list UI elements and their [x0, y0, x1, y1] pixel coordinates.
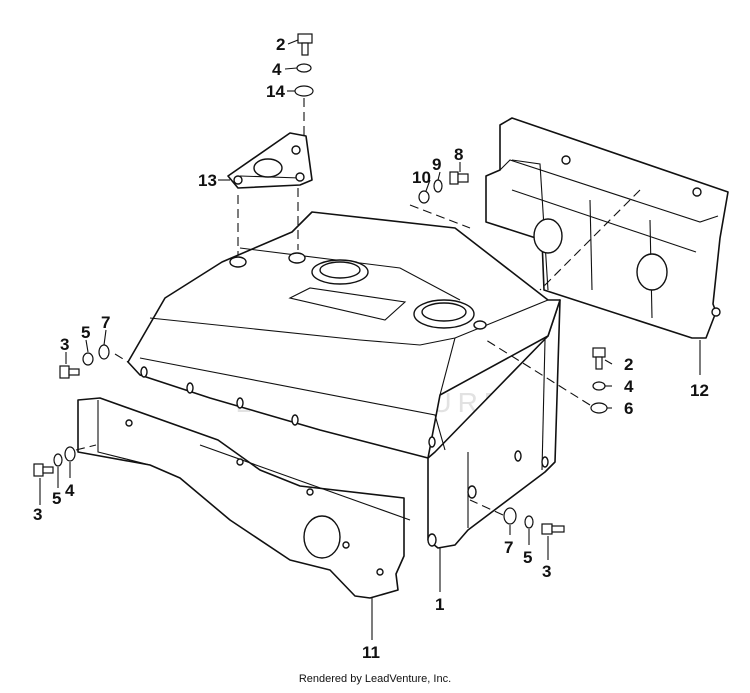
top-bracket-13 [227, 132, 313, 189]
callout-2-right: 2 [624, 355, 633, 374]
washer-5-bottom [524, 515, 534, 529]
leader-lines [39, 39, 701, 640]
callouts: 2 4 14 13 10 9 8 3 5 7 2 4 6 12 3 5 4 7 … [33, 35, 709, 662]
bolt-2-right [592, 347, 606, 370]
washer-4-top [296, 63, 312, 73]
callout-14: 14 [266, 82, 285, 101]
bolt-3-lowleft [33, 463, 54, 477]
callout-1: 1 [435, 595, 444, 614]
washer-14 [294, 85, 314, 97]
washer-10 [418, 190, 430, 204]
callout-5-left: 5 [81, 323, 90, 342]
callout-5-lowleft: 5 [52, 489, 61, 508]
callout-4-lowleft: 4 [65, 481, 75, 500]
washer-4-lowleft [64, 446, 76, 462]
footer-credit: Rendered by LeadVenture, Inc. [298, 673, 452, 685]
bolt-3-bottom [541, 523, 565, 535]
bolt-2-top [297, 33, 313, 56]
callout-11: 11 [362, 643, 380, 662]
washer-6 [590, 402, 608, 414]
callout-3-bottom: 3 [542, 562, 551, 581]
callout-9: 9 [432, 155, 441, 174]
callout-7-left: 7 [101, 313, 110, 332]
callout-13: 13 [198, 171, 217, 190]
callout-10: 10 [412, 168, 431, 187]
side-bracket-11 [77, 397, 411, 599]
callout-2-top: 2 [276, 35, 285, 54]
callout-8: 8 [454, 145, 463, 164]
bolt-8 [449, 171, 469, 185]
washer-9 [433, 179, 443, 193]
washer-4-right [592, 381, 606, 391]
washer-7-left [98, 344, 110, 360]
callout-12: 12 [690, 381, 709, 400]
callout-4-right: 4 [624, 377, 634, 396]
callout-3-left: 3 [60, 335, 69, 354]
callout-4-top: 4 [272, 60, 282, 79]
washer-5-lowleft [53, 453, 63, 467]
assembly-lines [75, 98, 641, 516]
callout-3-lowleft: 3 [33, 505, 42, 524]
callout-6: 6 [624, 399, 633, 418]
callout-5-bottom: 5 [523, 548, 532, 567]
housing-1 [127, 211, 561, 549]
washer-5-left [82, 352, 94, 366]
washer-7-bottom [503, 507, 517, 525]
bolt-3-left [59, 365, 80, 379]
callout-7-bottom: 7 [504, 538, 513, 557]
